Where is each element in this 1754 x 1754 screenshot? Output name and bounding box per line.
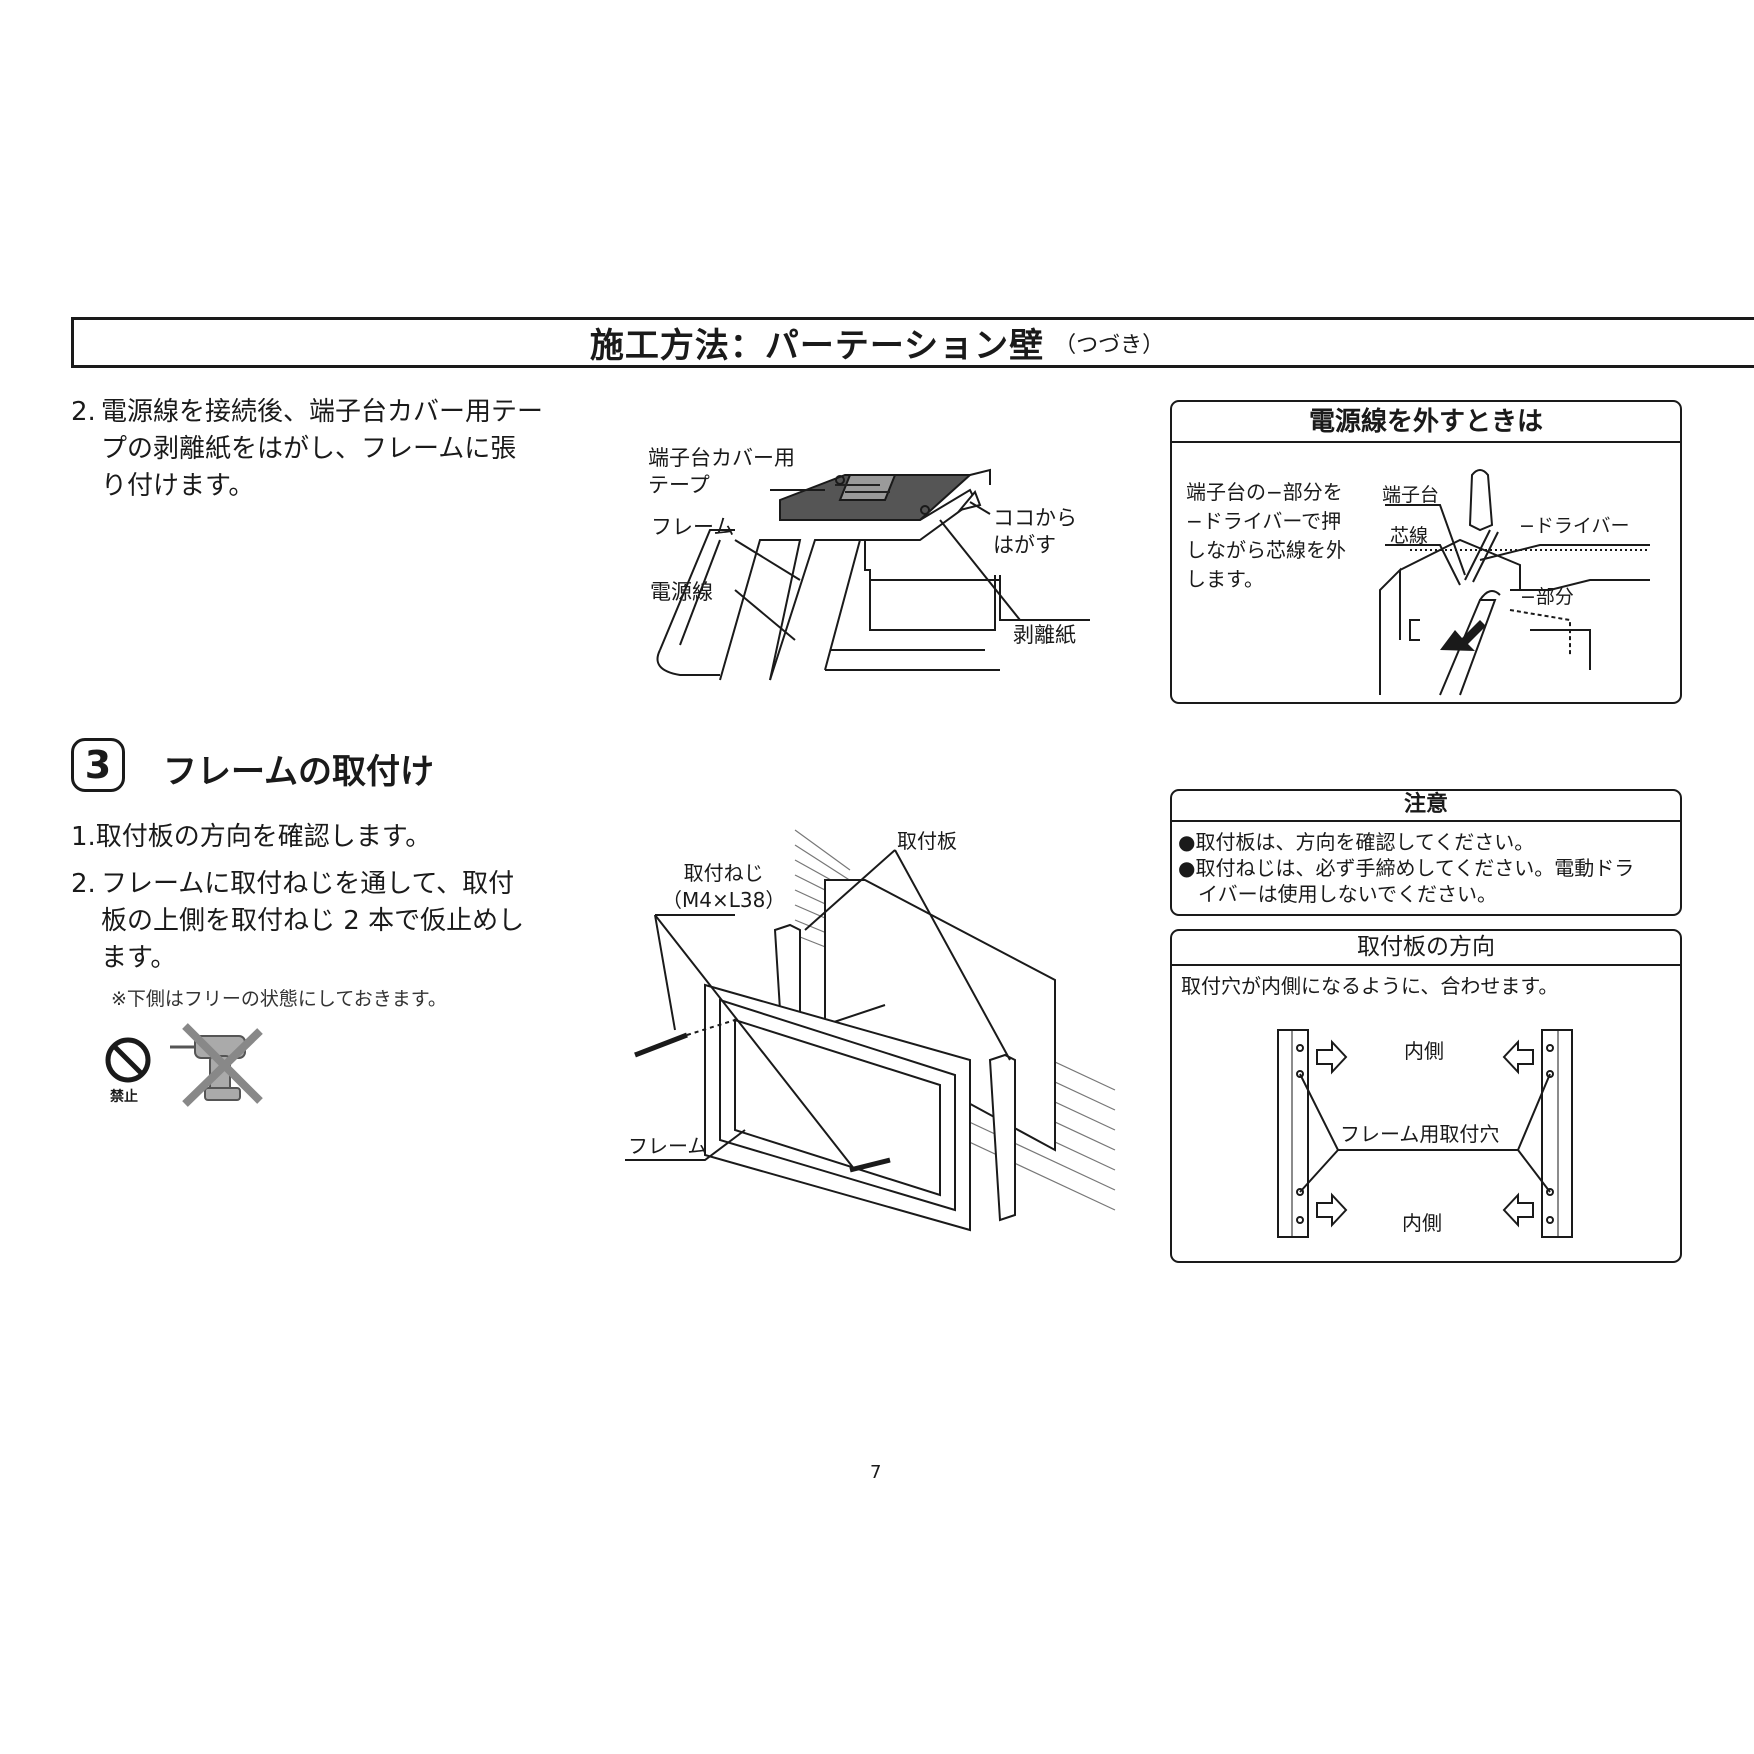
text-line: します。 xyxy=(1186,567,1264,591)
label-driver: −ドライバー xyxy=(1519,515,1630,537)
section-3-title: フレームの取付け xyxy=(163,752,434,792)
label-inner-top: 内側 xyxy=(1404,1039,1444,1063)
label-peel-line: ココから xyxy=(993,506,1077,530)
plate-direction-title: 取付板の方向 xyxy=(1357,934,1495,960)
step-number: 2. xyxy=(71,869,96,899)
plate-direction-box xyxy=(1170,929,1682,1263)
label-release-paper: 剥離紙 xyxy=(1013,623,1076,647)
remove-wire-box xyxy=(1170,400,1682,704)
label-wire: 電源線 xyxy=(650,580,713,604)
label-screw-line: （M4×L38） xyxy=(662,888,786,912)
caution-text: ●取付板は、方向を確認してください。 ●取付ねじは、必ず手締めしてください。電動… xyxy=(1178,829,1678,907)
label-terminal: 端子台 xyxy=(1382,484,1440,506)
prohibited-label: 禁止 xyxy=(110,1089,138,1105)
label-screw-line: 取付ねじ xyxy=(683,861,764,885)
label-peel-line: はがす xyxy=(993,533,1056,557)
label-peel: ココから はがす xyxy=(993,505,1077,559)
divider xyxy=(1170,441,1682,443)
step2-screw-text: 2.フレームに取付ねじを通して、取付 板の上側を取付ねじ 2 本で仮止めし ます… xyxy=(71,866,591,977)
remove-wire-text: 端子台の−部分を −ドライバーで押 しながら芯線を外 します。 xyxy=(1186,478,1346,594)
step-number: 2. xyxy=(71,397,96,427)
page-number: 7 xyxy=(870,1462,882,1483)
divider xyxy=(1170,964,1682,966)
label-frame-holes: フレーム用取付穴 xyxy=(1338,1121,1502,1148)
remove-wire-diagram xyxy=(1379,469,1670,696)
step-line: フレームに取付ねじを通して、取付 xyxy=(101,869,515,899)
step1-plate-text: 1.取付板の方向を確認します。 xyxy=(71,822,432,852)
terminal-illustration xyxy=(1379,469,1650,696)
label-tape: 端子台カバー用 テープ xyxy=(648,445,795,499)
caution-box xyxy=(1170,789,1682,916)
label-tape-line: テープ xyxy=(648,473,710,497)
plate-direction-illustration xyxy=(1277,1029,1573,1238)
label-tape-line: 端子台カバー用 xyxy=(648,446,795,470)
step-line: 電源線を接続後、端子台カバー用テー xyxy=(101,397,544,427)
electric-driver-prohibited-icon xyxy=(165,1023,265,1107)
prohibited-icon xyxy=(103,1036,153,1106)
label-minus-part: −部分 xyxy=(1520,586,1574,608)
caution-title: 注意 xyxy=(1403,792,1448,817)
page-title: 施工方法：パーテーション壁 xyxy=(589,326,1045,366)
frame-mount-illustration xyxy=(625,829,1116,1232)
text-line: −ドライバーで押 xyxy=(1186,509,1342,533)
step-line: ます。 xyxy=(101,943,177,973)
label-screw: 取付ねじ （M4×L38） xyxy=(662,860,785,914)
caution-item: イバーは使用しないでください。 xyxy=(1198,882,1497,906)
label-frame-2: フレーム xyxy=(628,1134,708,1158)
step2-wire-text: 2.電源線を接続後、端子台カバー用テー プの剥離紙をはがし、フレームに張 り付け… xyxy=(71,394,591,505)
caution-item: ●取付板は、方向を確認してください。 xyxy=(1178,830,1535,854)
tape-diagram xyxy=(640,430,1100,681)
label-mount-plate: 取付板 xyxy=(897,829,957,853)
plate-direction-text: 取付穴が内側になるように、合わせます。 xyxy=(1181,974,1559,998)
step-line: り付けます。 xyxy=(101,471,255,501)
frame-mount-diagram xyxy=(625,829,1125,1232)
label-core-wire: 芯線 xyxy=(1390,525,1429,547)
step-3-badge: 3 xyxy=(71,738,125,792)
step-line: プの剥離紙をはがし、フレームに張 xyxy=(101,434,517,464)
power-driver-icon xyxy=(170,1023,263,1107)
page-subtitle: （つづき） xyxy=(1054,332,1165,358)
remove-wire-title: 電源線を外すときは xyxy=(1308,407,1543,437)
label-inner-bottom: 内側 xyxy=(1402,1211,1442,1235)
divider xyxy=(1170,820,1682,822)
header-frame xyxy=(71,317,1754,368)
header-title: 施工方法：パーテーション壁 （つづき） xyxy=(0,317,1754,368)
text-line: 端子台の−部分を xyxy=(1186,480,1343,504)
caution-item: ●取付ねじは、必ず手締めしてください。電動ドラ xyxy=(1178,856,1635,880)
text-line: しながら芯線を外 xyxy=(1186,538,1346,562)
note-lower-free: ※下側はフリーの状態にしておきます。 xyxy=(111,988,447,1010)
tape-diagram-illustration xyxy=(656,468,1090,681)
label-frame: フレーム xyxy=(651,515,735,539)
step-line: 板の上側を取付ねじ 2 本で仮止めし xyxy=(101,906,525,936)
plate-direction-diagram xyxy=(1270,1029,1590,1240)
prohibit-sign-icon xyxy=(105,1037,151,1083)
